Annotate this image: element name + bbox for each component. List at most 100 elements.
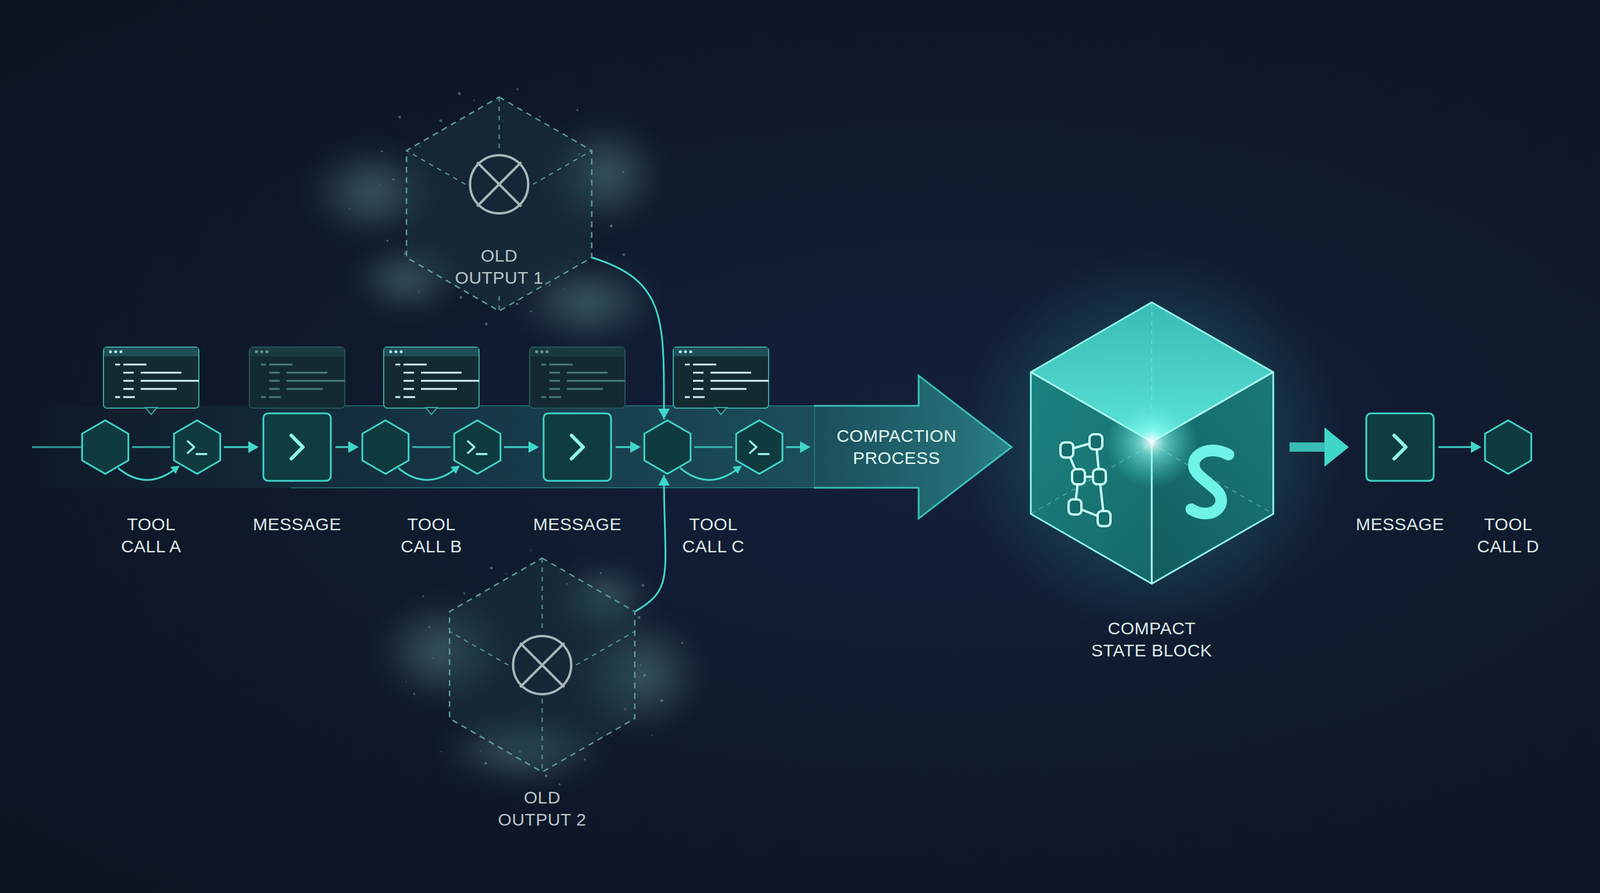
dashed-edge xyxy=(406,150,466,185)
code-line xyxy=(541,396,546,399)
window-dot xyxy=(545,350,549,354)
dust-dot xyxy=(640,664,642,666)
code-line xyxy=(395,363,400,366)
dust-dot xyxy=(439,119,443,123)
call-curve xyxy=(118,468,175,481)
code-line xyxy=(710,372,752,374)
dust-dot xyxy=(459,295,463,299)
link-line xyxy=(694,446,733,449)
faded-hexagon xyxy=(449,558,635,773)
code-line xyxy=(403,380,414,382)
flow-connector xyxy=(504,441,539,453)
code-window xyxy=(103,347,199,415)
dust-dot xyxy=(611,735,613,737)
dust-dot xyxy=(515,302,519,306)
node-label: TOOL CALL D xyxy=(1470,513,1546,558)
dust-dot xyxy=(563,288,566,290)
window-header xyxy=(384,347,479,357)
flow-entry-line xyxy=(31,446,82,449)
flow-connector xyxy=(335,441,359,453)
window-dot xyxy=(394,350,398,354)
chevron-glyph xyxy=(571,435,584,459)
hexagon-icon xyxy=(454,420,501,474)
window-frame xyxy=(103,347,199,409)
hexagon-icon xyxy=(644,420,691,474)
code-line xyxy=(710,388,747,391)
dust-dot xyxy=(576,109,578,112)
faded-hexagon xyxy=(406,97,592,312)
crossed-circle xyxy=(470,155,529,214)
graph-icon xyxy=(1060,434,1111,527)
dust-dot xyxy=(473,100,475,102)
dust-dot xyxy=(428,626,431,628)
dust-dot xyxy=(641,584,645,588)
hexagon-icon xyxy=(173,420,221,474)
hexagon-icon xyxy=(736,420,783,474)
dust-dot xyxy=(643,673,646,677)
node-shape xyxy=(362,420,501,474)
flow-connector xyxy=(223,441,259,453)
graph-node xyxy=(1068,499,1082,515)
dust-dot xyxy=(405,680,407,682)
message-square xyxy=(1366,413,1434,481)
cube-outline xyxy=(1030,302,1274,584)
hexagon-icon xyxy=(1484,420,1532,474)
dashed-edge xyxy=(541,698,544,773)
message-node: MESSAGE xyxy=(1365,412,1435,482)
code-line xyxy=(403,396,416,399)
old-output-node: OLD OUTPUT 1 xyxy=(406,97,592,312)
dust-dot xyxy=(380,150,383,153)
node-label: MESSAGE xyxy=(527,513,627,536)
code-line xyxy=(140,380,199,382)
compaction-arrow xyxy=(813,375,1012,519)
flow-band-edge xyxy=(290,487,816,489)
window-dot xyxy=(109,350,113,354)
code-window xyxy=(673,347,769,415)
window-dot xyxy=(679,350,682,354)
code-window xyxy=(529,347,625,409)
call-curve-head xyxy=(450,465,460,474)
message-node: MESSAGE xyxy=(262,412,332,482)
code-line xyxy=(115,363,120,366)
node-label: TOOL CALL B xyxy=(393,513,470,558)
node-label: TOOL CALL A xyxy=(113,513,189,558)
dust-dot xyxy=(609,224,613,228)
code-line xyxy=(140,388,177,391)
dust-dot xyxy=(379,184,381,187)
code-line xyxy=(541,363,546,366)
window-header xyxy=(250,347,345,357)
code-line xyxy=(549,396,562,399)
graph-node xyxy=(1093,469,1106,485)
dashed-edge xyxy=(541,558,544,632)
node-label: COMPACTION PROCESS xyxy=(829,425,964,470)
chevron-glyph xyxy=(291,435,303,459)
node-shape xyxy=(1365,412,1435,482)
window-dot xyxy=(389,350,393,354)
chevron-glyph xyxy=(1394,435,1406,459)
call-curve-head xyxy=(170,465,180,474)
code-line xyxy=(566,372,608,374)
arrow-head xyxy=(800,441,811,453)
node-shape xyxy=(1484,420,1532,474)
window-header xyxy=(104,347,199,357)
cross-mark xyxy=(477,162,522,207)
cube-hidden-edges xyxy=(1030,302,1274,514)
flow-band xyxy=(29,405,816,488)
node-shape xyxy=(262,412,332,482)
dust-dot xyxy=(458,92,462,96)
window-header xyxy=(530,347,625,357)
code-line xyxy=(693,363,717,366)
terminal-glyph xyxy=(750,441,769,455)
window-dot xyxy=(535,350,539,354)
dust-dot xyxy=(432,657,434,659)
node-shape xyxy=(81,420,221,474)
arrow-head xyxy=(658,408,670,420)
terminal-glyph xyxy=(468,441,487,455)
dust-dot xyxy=(607,258,609,260)
code-line xyxy=(566,380,625,382)
window-dot xyxy=(119,350,123,354)
code-line xyxy=(123,380,134,382)
code-line xyxy=(693,388,704,391)
